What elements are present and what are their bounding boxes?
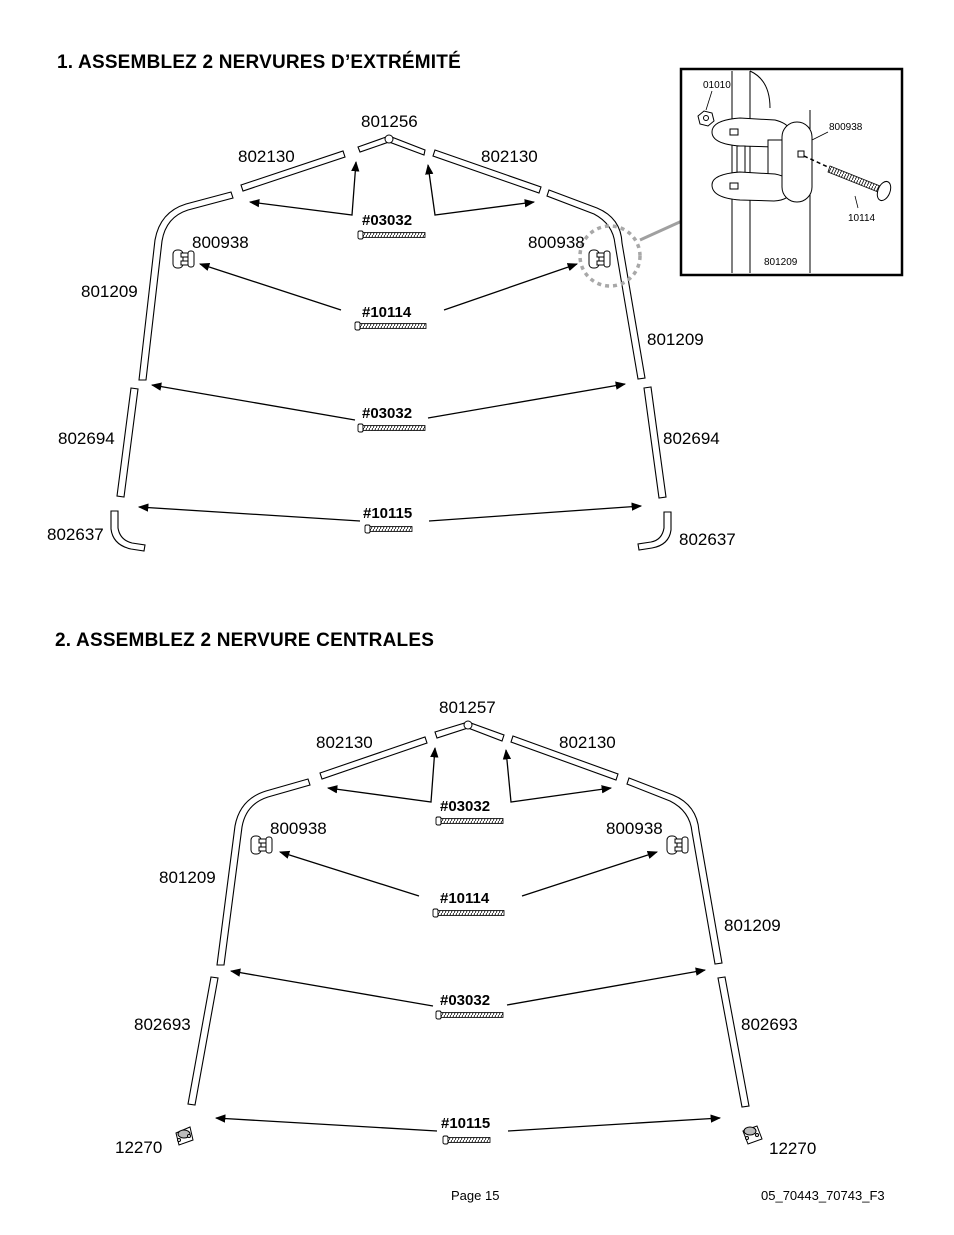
label-right-801209: 801209 xyxy=(647,330,704,349)
bolt-label-03032-top-s2: #03032 xyxy=(440,798,490,815)
top-connector-801257 xyxy=(434,720,505,742)
label-right-800938: 800938 xyxy=(528,233,585,252)
detail-bolt xyxy=(803,155,892,202)
detail-bracket xyxy=(711,117,813,203)
label-left-802693: 802693 xyxy=(134,1015,191,1034)
bolt-label-10115-s2: #10115 xyxy=(441,1115,490,1132)
label-right-802694: 802694 xyxy=(663,429,720,448)
label-right-802637: 802637 xyxy=(679,530,736,549)
section1-diagram: 801256 802130 802130 800938 800938 80120… xyxy=(47,112,736,552)
label-left-800938: 800938 xyxy=(192,233,249,252)
label-right-800938-s2: 800938 xyxy=(606,819,663,838)
left-side-801209 xyxy=(138,191,234,381)
label-left-802130-s2: 802130 xyxy=(316,733,373,752)
bolt-03032-top-s2 xyxy=(435,816,504,826)
top-connector-801256 xyxy=(357,134,426,156)
left-leg-802694 xyxy=(116,387,139,498)
label-left-802130: 802130 xyxy=(238,147,295,166)
right-bracket-800938 xyxy=(588,249,611,269)
page-number: Page 15 xyxy=(451,1188,500,1203)
label-right-12270: 12270 xyxy=(769,1139,816,1158)
label-left-801209-s2: 801209 xyxy=(159,868,216,887)
bolt-10114-s2 xyxy=(432,908,505,918)
section2-title: 2. ASSEMBLEZ 2 NERVURE CENTRALES xyxy=(55,630,435,651)
section1-arrows xyxy=(137,160,643,522)
label-left-801209: 801209 xyxy=(81,282,138,301)
bolt-10115-s2 xyxy=(442,1135,491,1145)
bolt-label-03032-lower: #03032 xyxy=(362,405,412,422)
section2-arrows xyxy=(214,746,722,1132)
right-foot-12270 xyxy=(742,1125,763,1145)
bolt-label-10115: #10115 xyxy=(363,505,412,522)
bolt-label-03032-top: #03032 xyxy=(362,212,412,229)
label-right-802130: 802130 xyxy=(481,147,538,166)
left-side-801209-s2 xyxy=(216,778,311,966)
label-right-802130-s2: 802130 xyxy=(559,733,616,752)
label-left-12270: 12270 xyxy=(115,1138,162,1157)
bolt-03032-top xyxy=(357,230,426,240)
detail-label-800938: 800938 xyxy=(829,122,863,133)
bolt-10114 xyxy=(354,321,427,331)
left-bracket-800938 xyxy=(172,249,195,269)
right-side-801209-s2 xyxy=(626,777,723,965)
detail-label-10114: 10114 xyxy=(848,213,876,224)
right-bracket-800938-s2 xyxy=(666,835,689,855)
left-bracket-800938-s2 xyxy=(250,835,273,855)
bolt-label-10114: #10114 xyxy=(362,304,412,321)
detail-box: 01010 800938 10114 801209 xyxy=(679,67,904,277)
bolt-label-03032-lower-s2: #03032 xyxy=(440,992,490,1009)
label-right-802693: 802693 xyxy=(741,1015,798,1034)
bolt-03032-lower-s2 xyxy=(435,1010,504,1020)
right-leg-802694 xyxy=(643,386,667,499)
label-left-802637: 802637 xyxy=(47,525,104,544)
section1-title: 1. ASSEMBLEZ 2 NERVURES D’EXTRÉMITÉ xyxy=(57,52,461,73)
left-leg-802693 xyxy=(187,976,219,1106)
detail-label-01010: 01010 xyxy=(703,80,731,91)
bolt-10115 xyxy=(364,524,413,534)
left-foot-12270 xyxy=(175,1126,194,1146)
label-right-801209-s2: 801209 xyxy=(724,916,781,935)
left-foot-802637 xyxy=(110,510,146,552)
detail-callout-circle xyxy=(578,224,642,288)
label-left-800938-s2: 800938 xyxy=(270,819,327,838)
detail-label-801209: 801209 xyxy=(764,257,798,268)
document-code: 05_70443_70743_F3 xyxy=(761,1188,885,1203)
right-side-801209 xyxy=(546,189,646,380)
right-foot-802637 xyxy=(637,511,672,551)
label-left-802694: 802694 xyxy=(58,429,115,448)
bolt-03032-lower xyxy=(357,423,426,433)
label-801256: 801256 xyxy=(361,112,418,131)
bolt-label-10114-s2: #10114 xyxy=(440,890,490,907)
detail-nut xyxy=(697,110,715,127)
section2-diagram: 801257 802130 802130 800938 800938 80120… xyxy=(115,698,816,1158)
right-leg-802693 xyxy=(717,976,750,1108)
label-801257: 801257 xyxy=(439,698,496,717)
